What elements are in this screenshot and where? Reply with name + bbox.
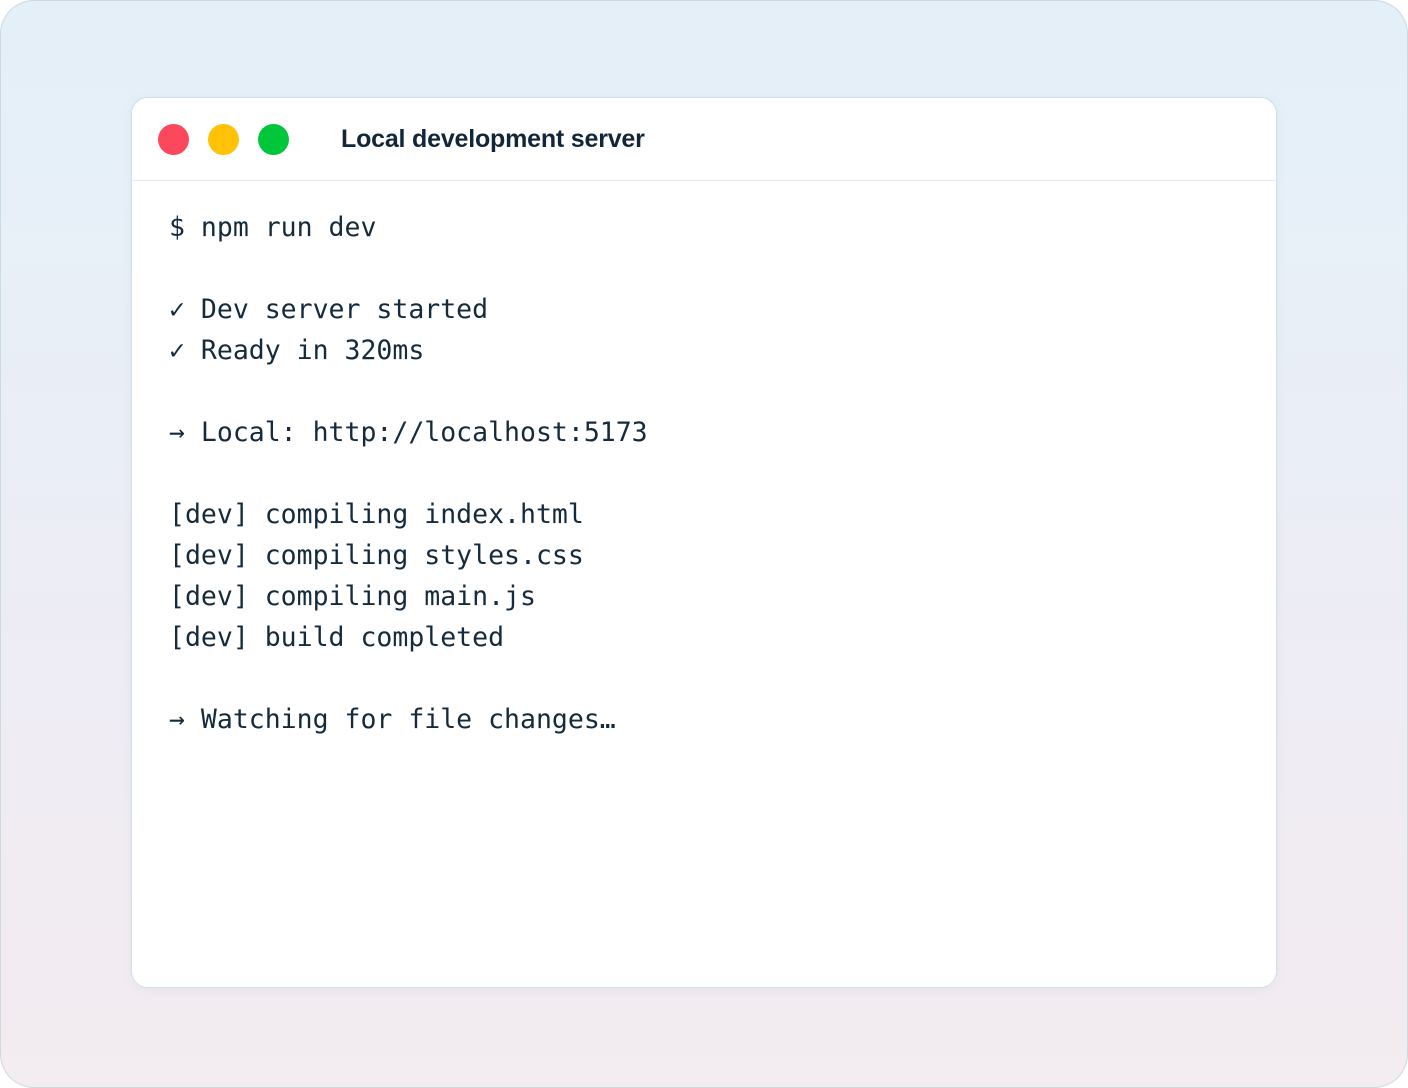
close-button[interactable] xyxy=(158,123,189,155)
terminal-line-success: ✓ Dev server started xyxy=(169,294,489,325)
terminal-line-info: → Local: http://localhost:5173 xyxy=(169,417,648,448)
maximize-button[interactable] xyxy=(258,123,289,155)
terminal-output-area[interactable]: $ npm run dev ✓ Dev server started ✓ Ready… xyxy=(132,181,1276,987)
terminal-line-info: → Watching for file changes… xyxy=(169,704,616,735)
window-titlebar[interactable]: Local development server xyxy=(132,98,1276,181)
terminal-line-command: $ npm run dev xyxy=(169,212,377,243)
terminal-line-success: ✓ Ready in 320ms xyxy=(169,335,425,366)
terminal-blank-line xyxy=(169,371,1238,412)
terminal-line-log: [dev] compiling main.js xyxy=(169,581,536,612)
terminal-window: Local development server $ npm run dev ✓ … xyxy=(131,97,1277,988)
window-controls xyxy=(158,123,289,155)
minimize-button[interactable] xyxy=(208,123,239,155)
terminal-blank-line xyxy=(169,453,1238,494)
window-title: Local development server xyxy=(341,124,645,153)
terminal-blank-line xyxy=(169,248,1238,289)
terminal-line-log: [dev] build completed xyxy=(169,622,505,653)
terminal-line-list: $ npm run dev ✓ Dev server started ✓ Ready… xyxy=(169,207,1238,740)
terminal-blank-line xyxy=(169,658,1238,699)
terminal-line-log: [dev] compiling styles.css xyxy=(169,540,584,571)
terminal-line-log: [dev] compiling index.html xyxy=(169,499,584,530)
